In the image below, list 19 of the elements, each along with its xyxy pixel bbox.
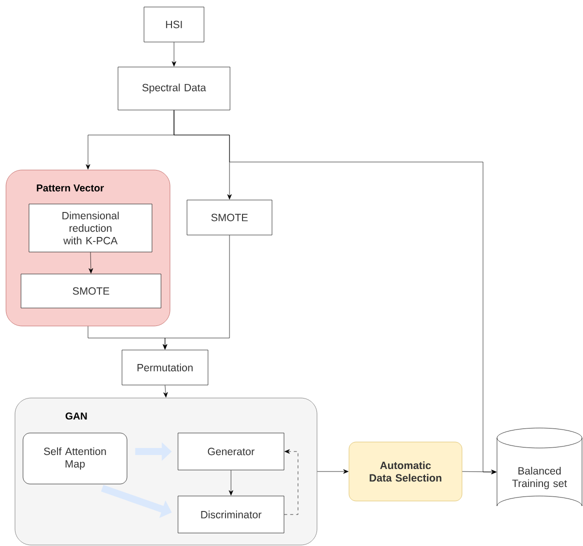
arrow xyxy=(163,385,168,398)
arrow xyxy=(88,252,94,274)
process-box: Generator xyxy=(178,432,284,470)
process-box: Self Attention Map xyxy=(22,432,128,484)
arrow xyxy=(317,469,348,474)
process-box: Permutation xyxy=(122,350,208,386)
process-box: Dimensional reduction with K-PCA xyxy=(28,204,152,252)
process-box: Automatic Data Selection xyxy=(348,442,462,502)
process-box: HSI xyxy=(144,6,204,42)
process-box: SMOTE xyxy=(20,274,162,308)
database-cylinder: Balanced Training set xyxy=(496,428,582,506)
process-box: SMOTE xyxy=(186,200,272,236)
arrow xyxy=(172,42,176,66)
process-box: Discriminator xyxy=(178,496,284,534)
process-box: Spectral Data xyxy=(118,66,230,110)
arrow xyxy=(162,235,230,350)
arrow xyxy=(284,449,298,515)
arrow xyxy=(228,470,234,496)
arrow xyxy=(462,470,496,474)
